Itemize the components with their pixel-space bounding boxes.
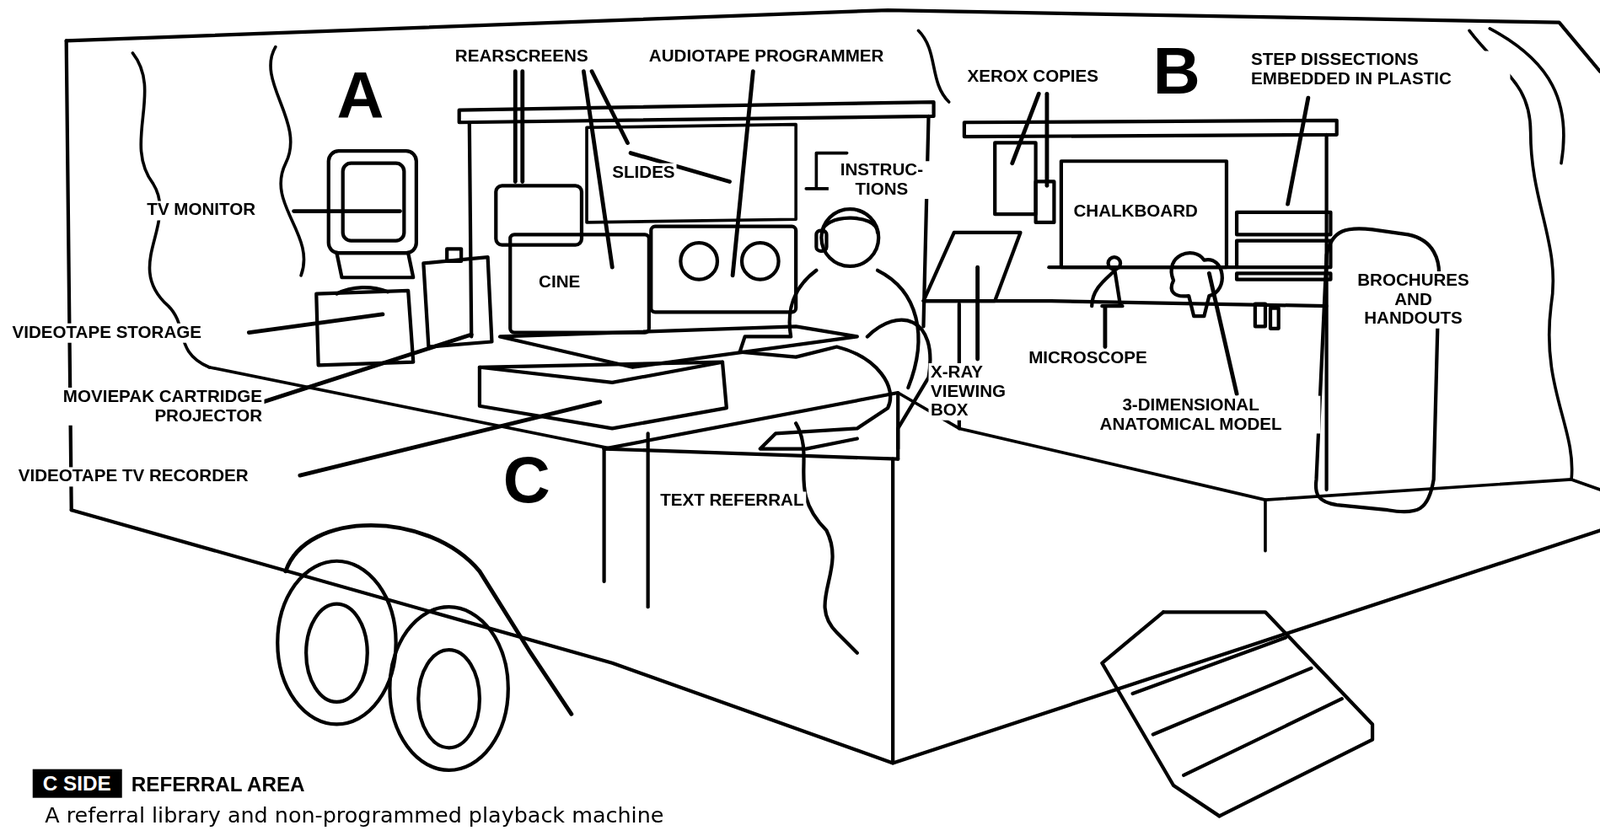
heading-box: C SIDE [32,769,122,799]
part-label: VIDEOTAPE STORAGE [10,323,204,344]
floor [209,367,1572,552]
student-figure [740,209,931,460]
station-a [316,102,934,429]
area-letter: C [503,446,551,512]
stairs [1101,612,1373,817]
part-label: CHALKBOARD [1071,202,1200,222]
part-label: TV MONITOR [144,200,258,221]
part-label: 3-DIMENSIONAL ANATOMICAL MODEL [1061,396,1321,435]
part-label: SLIDES [610,163,677,183]
area-letter: A [336,63,384,129]
station-b [923,120,1337,490]
part-label: TEXT REFERRAL [658,491,806,511]
trailer-body [66,10,1600,763]
part-label: INSTRUC- TIONS [828,161,935,199]
part-label: STEP DISSECTIONS EMBEDDED IN PLASTIC [1249,51,1511,90]
part-label: VIDEOTAPE TV RECORDER [16,467,251,487]
part-label: MOVIEPAK CARTRIDGE PROJECTOR [10,387,264,426]
wall-cutaways [132,28,1600,490]
part-label: REFERRAL AREA [128,773,307,797]
part-label: MICROSCOPE [1026,348,1149,369]
wheels [277,561,509,771]
part-label: BROCHURES AND HANDOUTS [1348,271,1478,329]
cabinet-c [604,392,899,654]
part-label: CINE [536,273,583,293]
area-letter: B [1153,38,1201,104]
heading-text: C SIDE [42,772,112,795]
caption: A referral library and non-programmed pl… [44,804,664,828]
part-label: REARSCREENS [452,47,591,67]
part-label: XEROX COPIES [965,67,1101,87]
part-label: X-RAY VIEWING BOX [928,363,1036,421]
part-label: AUDIOTAPE PROGRAMMER [646,47,886,67]
